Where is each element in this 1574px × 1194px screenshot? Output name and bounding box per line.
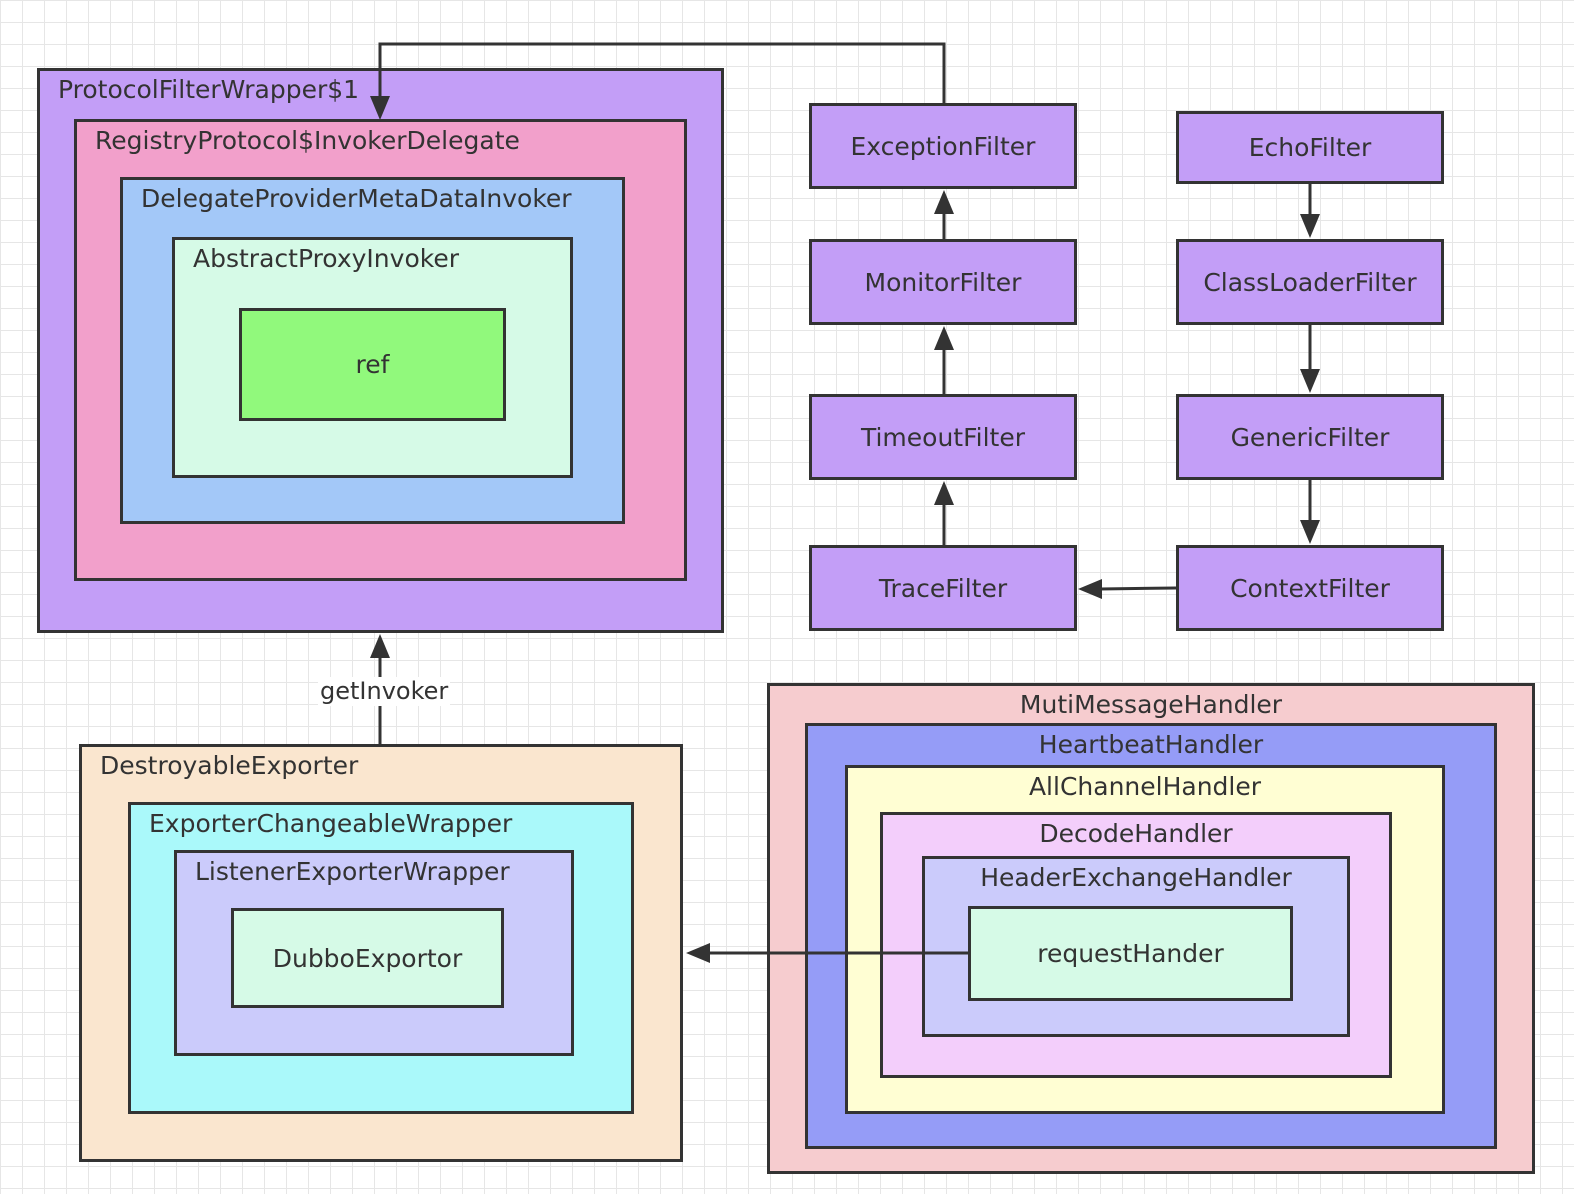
- classloader-filter-label: ClassLoaderFilter: [1203, 267, 1417, 297]
- protocol-filter-wrapper-label: ProtocolFilterWrapper$1: [58, 75, 360, 104]
- arrowhead-monitor: [934, 326, 954, 350]
- header-exchange-handler-label: HeaderExchangeHandler: [980, 863, 1292, 892]
- exporter-changeable-wrapper-label: ExporterChangeableWrapper: [149, 809, 513, 838]
- delegate-provider-metadata-invoker-label: DelegateProviderMetaDataInvoker: [141, 184, 572, 213]
- decode-handler-label: DecodeHandler: [1039, 819, 1233, 848]
- all-channel-handler-label: AllChannelHandler: [1028, 772, 1262, 801]
- request-hander-label: requestHander: [1037, 939, 1224, 968]
- abstract-proxy-invoker-label: AbstractProxyInvoker: [193, 244, 459, 273]
- arrowhead-generic: [1300, 369, 1320, 393]
- exception-filter-label: ExceptionFilter: [850, 131, 1036, 161]
- destroyable-exporter-label: DestroyableExporter: [100, 751, 359, 780]
- get-invoker-label: getInvoker: [318, 677, 451, 706]
- context-filter-label: ContextFilter: [1230, 573, 1390, 603]
- request-hander-box[interactable]: requestHander: [968, 906, 1293, 1001]
- monitor-filter-label: MonitorFilter: [864, 267, 1022, 297]
- invoker-delegate-label: RegistryProtocol$InvokerDelegate: [95, 126, 520, 155]
- arrowhead-classloader: [1300, 214, 1320, 238]
- echo-filter-label: EchoFilter: [1248, 133, 1372, 162]
- context-to-trace-edge: [1099, 586, 1177, 591]
- arrowhead-trace: [1078, 579, 1102, 599]
- timeout-filter-label: TimeoutFilter: [860, 422, 1026, 452]
- arrowhead-context: [1300, 520, 1320, 544]
- context-filter-box[interactable]: ContextFilter: [1176, 545, 1444, 631]
- monitor-filter-box[interactable]: MonitorFilter: [809, 239, 1077, 325]
- muti-message-handler-label: MutiMessageHandler: [1019, 690, 1283, 719]
- dubbo-exportor-box[interactable]: DubboExportor: [231, 908, 504, 1008]
- generic-filter-box[interactable]: GenericFilter: [1176, 394, 1444, 480]
- arrowhead-get-invoker: [370, 634, 390, 658]
- dubbo-exportor-label: DubboExportor: [272, 943, 463, 973]
- trace-filter-label: TraceFilter: [878, 573, 1008, 603]
- trace-filter-box[interactable]: TraceFilter: [809, 545, 1077, 631]
- arrowhead-exception: [934, 190, 954, 214]
- timeout-filter-box[interactable]: TimeoutFilter: [809, 394, 1077, 480]
- arrowhead-timeout: [934, 481, 954, 505]
- ref-label: ref: [355, 350, 390, 379]
- generic-filter-label: GenericFilter: [1230, 422, 1390, 452]
- classloader-filter-box[interactable]: ClassLoaderFilter: [1176, 239, 1444, 325]
- exception-filter-box[interactable]: ExceptionFilter: [809, 103, 1077, 189]
- ref-box[interactable]: ref: [239, 308, 506, 421]
- heartbeat-handler-label: HeartbeatHandler: [1038, 730, 1264, 759]
- echo-filter-box[interactable]: EchoFilter: [1176, 111, 1444, 184]
- listener-exporter-wrapper-label: ListenerExporterWrapper: [195, 857, 510, 886]
- arrowhead-exporter: [686, 943, 710, 963]
